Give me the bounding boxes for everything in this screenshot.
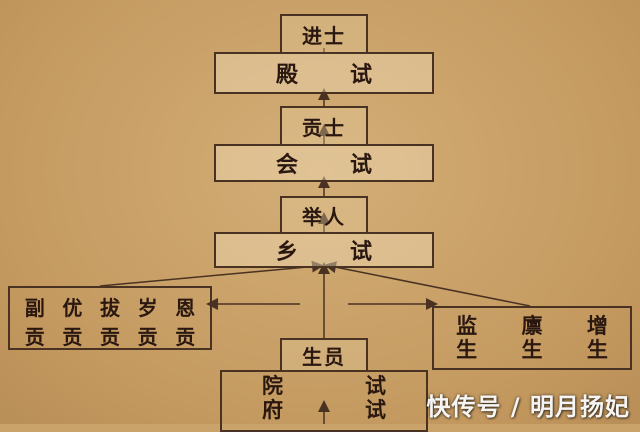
jiansheng-item-2: 廪 生 — [521, 314, 542, 362]
jiansheng-3-bottom: 生 — [586, 338, 608, 362]
xiangshi-char-2: 试 — [349, 240, 372, 265]
yuanfu-left: 院 府 — [262, 374, 283, 422]
yuanfu-left-1: 院 — [262, 374, 283, 398]
juren-label: 举人 — [302, 204, 346, 229]
yuanfu-box: 院 府 试 试 — [220, 370, 428, 432]
gongshi-label: 贡士 — [302, 115, 346, 140]
gong-top-5: 恩 — [175, 296, 196, 320]
yuanfu-right: 试 试 — [365, 374, 386, 422]
huishi-box: 会 试 — [214, 144, 434, 182]
jiansheng-2-bottom: 生 — [521, 338, 543, 362]
yuanfu-left-2: 府 — [262, 398, 283, 423]
gongshi-box: 贡士 — [280, 106, 368, 146]
jiansheng-item-3: 增 生 — [587, 314, 608, 362]
jinshi-label: 进士 — [302, 23, 346, 48]
jiansheng-item-1: 监 生 — [456, 314, 477, 362]
gong-bottom-5: 贡 — [175, 325, 196, 349]
gong-bottom-4: 贡 — [137, 325, 158, 349]
line-left-to-xiangshi — [99, 260, 324, 287]
gong-top-4: 岁 — [137, 296, 158, 320]
jiansheng-3-top: 增 — [586, 313, 608, 338]
line-right-to-xiangshi — [324, 261, 531, 307]
yuanfu-right-1: 试 — [365, 374, 386, 398]
juren-box: 举人 — [280, 196, 368, 234]
huishi-char-1: 会 — [276, 153, 299, 178]
gong-categories-box: 副 优 拔 岁 恩 贡 贡 贡 贡 贡 — [8, 286, 212, 350]
jinshi-box: 进士 — [280, 14, 368, 54]
shengyuan-box: 生员 — [280, 338, 368, 372]
dianshi-box: 殿 试 — [214, 52, 434, 94]
xiangshi-box: 乡 试 — [214, 232, 434, 268]
gong-bottom-2: 贡 — [62, 325, 83, 349]
dianshi-char-2: 试 — [349, 63, 372, 88]
dianshi-char-1: 殿 — [276, 63, 299, 88]
shengyuan-label: 生员 — [302, 344, 346, 369]
gong-top-3: 拔 — [99, 296, 120, 320]
gong-bottom-1: 贡 — [24, 325, 45, 349]
gong-bottom-3: 贡 — [99, 325, 120, 349]
jiansheng-1-top: 监 — [456, 313, 478, 338]
jiansheng-1-bottom: 生 — [456, 338, 478, 362]
huishi-char-2: 试 — [349, 153, 372, 178]
gong-categories-grid: 副 优 拔 岁 恩 贡 贡 贡 贡 贡 — [10, 288, 210, 349]
xiangshi-char-1: 乡 — [276, 240, 299, 265]
jiansheng-grid: 监 生 廪 生 增 生 — [434, 314, 630, 362]
yuanfu-right-2: 试 — [365, 398, 386, 423]
jiansheng-2-top: 廪 — [521, 313, 543, 338]
gong-top-1: 副 — [24, 296, 45, 320]
watermark-text: 快传号 / 明月扬妃 — [426, 393, 630, 421]
gong-top-2: 优 — [62, 296, 83, 320]
jiansheng-box: 监 生 廪 生 增 生 — [432, 306, 632, 370]
